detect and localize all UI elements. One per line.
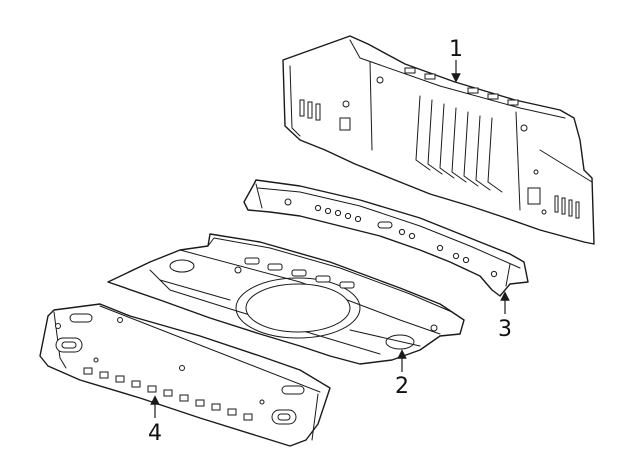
part-1-rear-panel <box>282 35 595 245</box>
part-3-cross-rail <box>243 179 529 297</box>
part-4-lower-panel <box>39 303 331 447</box>
callout-1: 1 <box>449 37 463 62</box>
callout-4: 4 <box>148 421 162 446</box>
callout-3: 3 <box>498 317 512 342</box>
callout-2: 2 <box>395 374 409 399</box>
part-2-floor-pan <box>107 233 465 365</box>
